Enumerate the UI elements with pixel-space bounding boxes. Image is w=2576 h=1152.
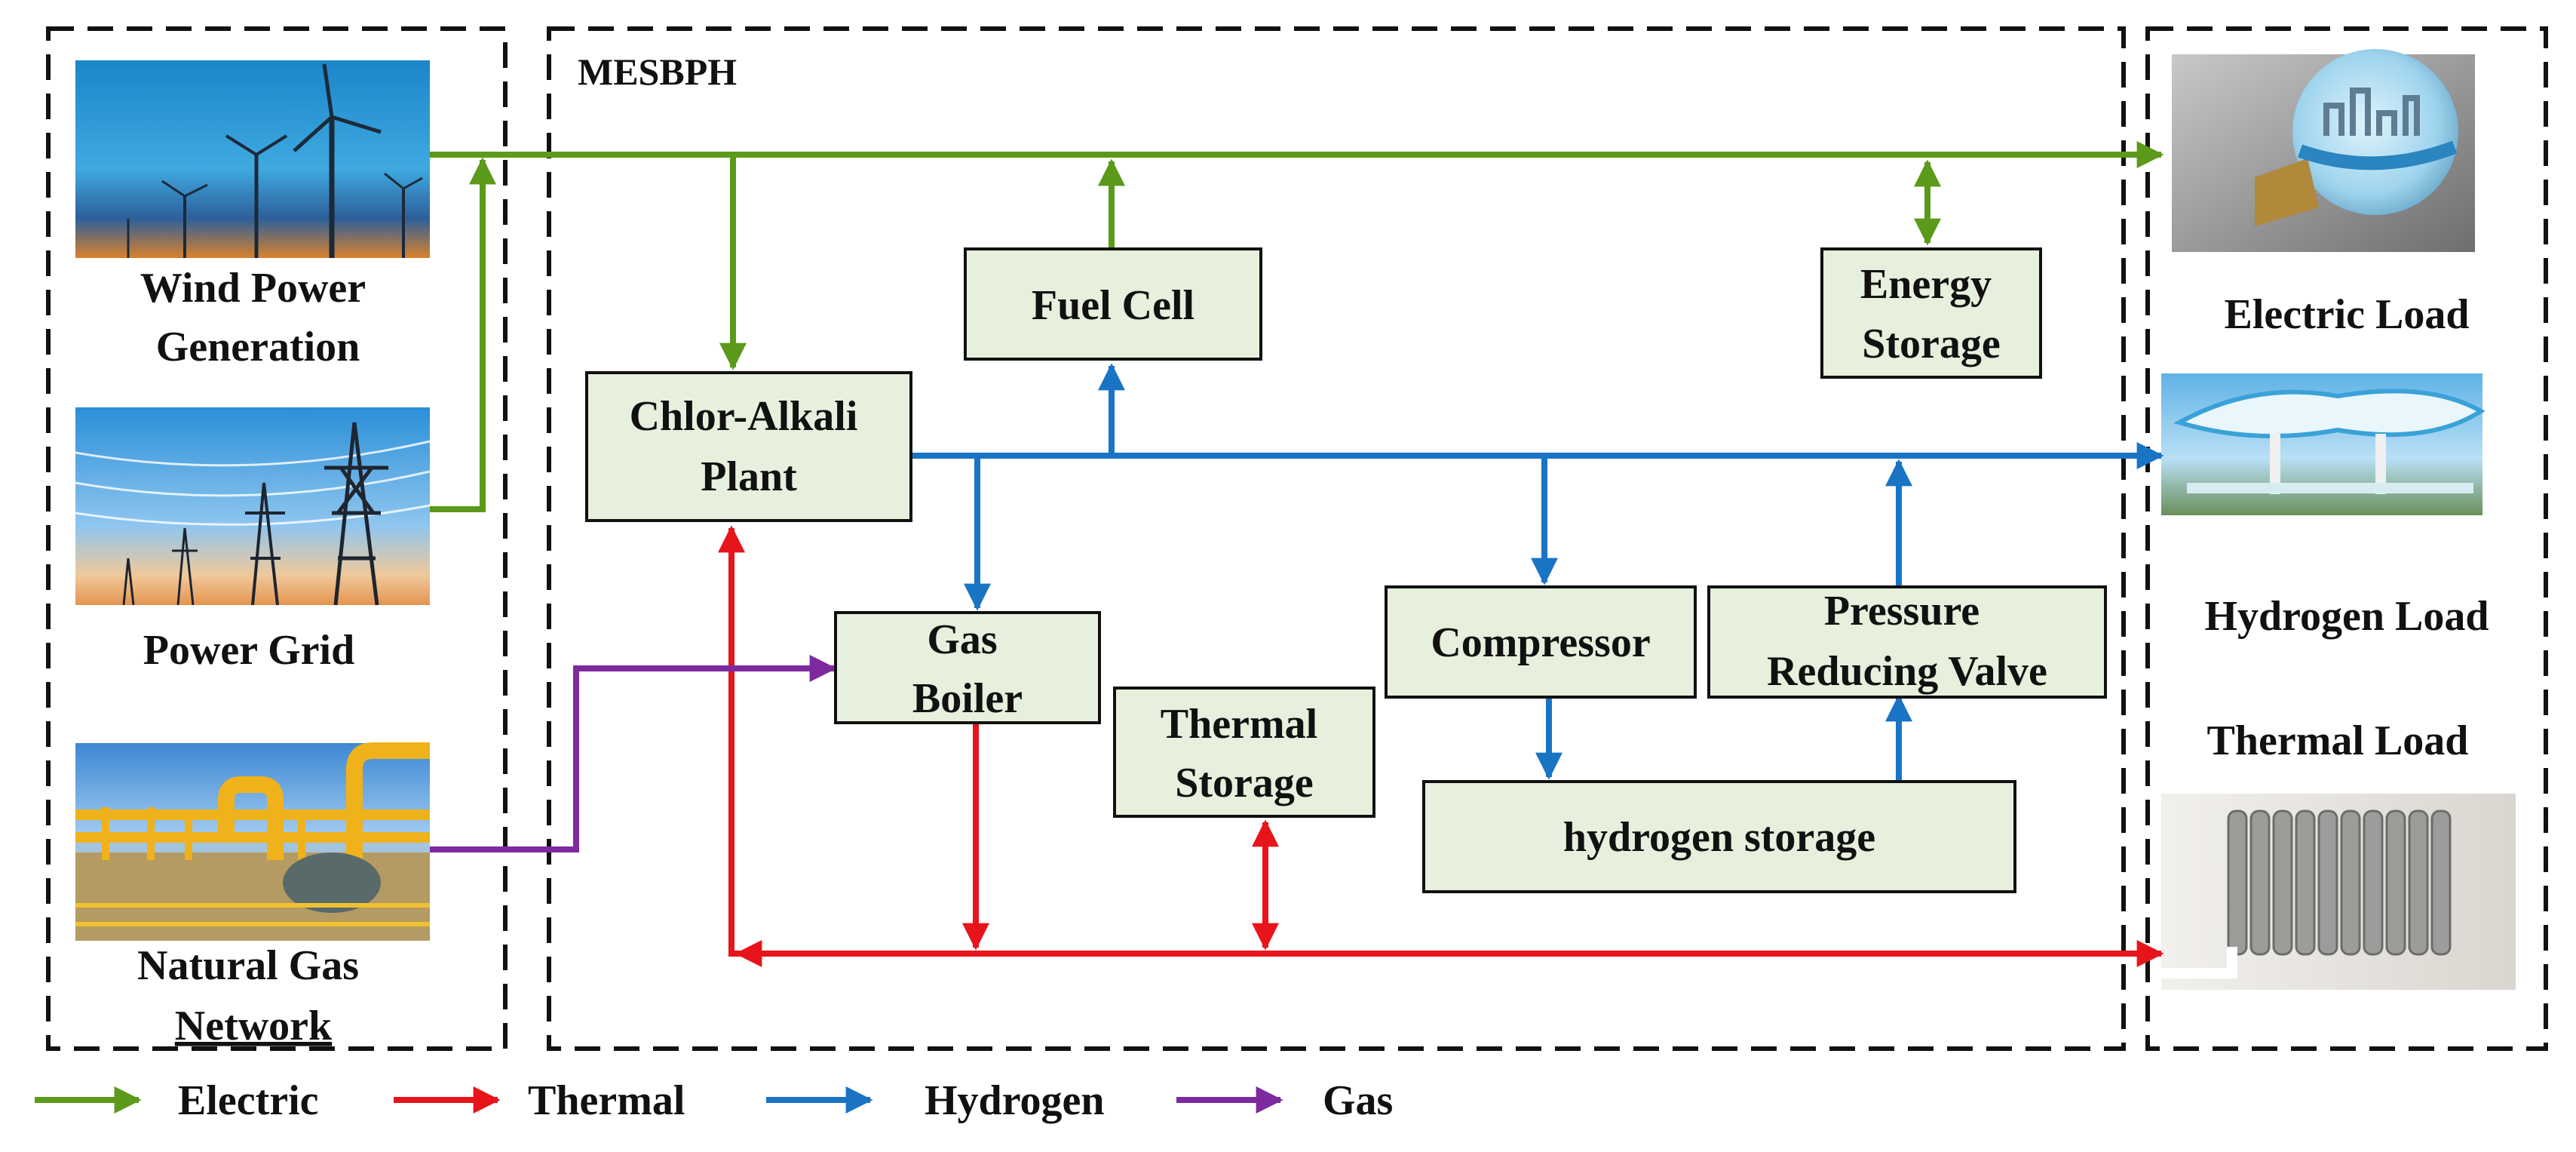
wind-label: Wind Power Generation [140,265,376,370]
sources-panel [46,26,508,1051]
legend: Electric Thermal Hydrogen Gas [35,1077,1393,1124]
transmission-towers-photo [75,407,431,606]
mesbph-panel [547,26,2126,1051]
electric-flows [430,141,2164,512]
fuel-cell-box: Fuel Cell [964,247,1262,361]
chlor-alkali-plant-box: Chlor-Alkali Plant [585,371,912,522]
grid-label: Power Grid [143,627,354,674]
gas-network-to-boiler-line [430,655,837,852]
legend-thermal-label: Thermal [528,1077,685,1124]
legend-hydrogen-label: Hydrogen [925,1077,1105,1124]
mesbph-title: MESBPH [578,51,737,93]
energy-storage-box: Energy Storage [1820,247,2042,379]
svg-text:Gas Boiler: Gas Boiler [912,616,1023,722]
legend-electric-label: Electric [178,1077,319,1124]
gas-network-label: Natural Gas Network [137,942,370,1049]
compressor-box: Compressor [1385,585,1697,699]
hydrogen-load-label: Hydrogen Load [2204,593,2489,640]
thermal-storage-box: Thermal Storage [1113,687,1375,818]
svg-text:Energy Storage: Energy Storage [1860,261,2002,367]
radiator-photo [2161,794,2516,990]
gas-flows [430,655,837,852]
svg-text:Pressure Reducing Valve: Pressure Reducing Valve [1767,588,2047,695]
svg-text:Compressor: Compressor [1431,619,1650,666]
gas-boiler-box: Gas Boiler [834,611,1101,724]
pressure-reducing-valve-box: Pressure Reducing Valve [1707,585,2107,699]
legend-gas-label: Gas [1323,1077,1393,1124]
svg-text:Fuel Cell: Fuel Cell [1032,282,1194,329]
hydrogen-storage-box: hydrogen storage [1422,780,2016,893]
wind-turbines-photo [75,60,430,258]
thermal-load-label: Thermal Load [2207,717,2469,764]
grid-to-bus-line [430,157,496,512]
lightbulb-city-photo [2172,49,2475,252]
gas-pipeline-photo [75,742,430,941]
svg-text:Chlor-Alkali Plant: Chlor-Alkali Plant [630,393,869,500]
hydrogen-station-photo [2161,373,2486,515]
svg-text:hydrogen storage: hydrogen storage [1563,814,1875,861]
svg-text:Thermal Storage: Thermal Storage [1161,701,1328,806]
electric-load-label: Electric Load [2224,291,2469,338]
